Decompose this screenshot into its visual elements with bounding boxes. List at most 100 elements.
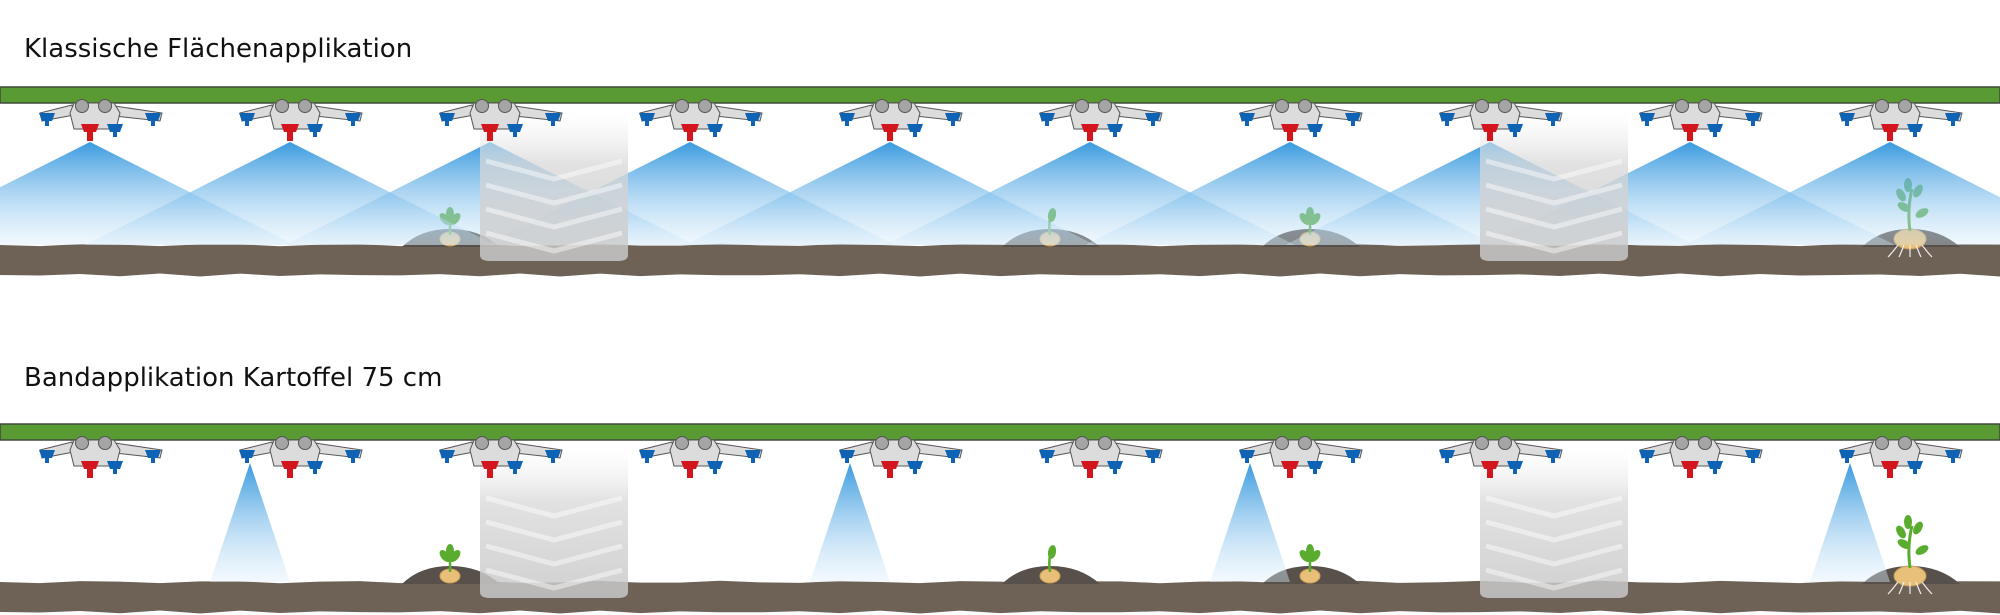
leaf-icon <box>1915 545 1929 555</box>
panel-title-broadcast: Klassische Flächenapplikation <box>24 34 413 64</box>
blue-nozzle-icon <box>107 124 123 137</box>
leaf-icon <box>439 550 451 562</box>
leaf-icon <box>1913 521 1923 535</box>
joint-icon <box>1675 436 1689 450</box>
blue-nozzle-icon <box>1239 113 1255 126</box>
blue-nozzle-icon <box>507 124 523 137</box>
blue-nozzle-icon <box>1507 124 1523 137</box>
sprayer-boom <box>0 86 2000 104</box>
joint-icon <box>898 436 912 450</box>
nozzle-unit <box>1039 436 1163 478</box>
joint-icon <box>1498 436 1512 450</box>
blue-nozzle-icon <box>1707 124 1723 137</box>
wheel-tread <box>1485 519 1623 543</box>
joint-icon <box>98 99 112 113</box>
blue-nozzle-icon <box>439 450 455 463</box>
blue-nozzle-icon <box>1039 113 1055 126</box>
blue-nozzle-icon <box>1345 113 1361 126</box>
joint-icon <box>1475 436 1489 450</box>
joint-icon <box>1875 99 1889 113</box>
panel-title-band: Bandapplikation Kartoffel 75 cm <box>24 363 443 393</box>
leaf-icon <box>446 544 454 558</box>
tractor-wheel <box>480 111 628 261</box>
nozzle-unit <box>1239 436 1363 478</box>
joint-icon <box>698 99 712 113</box>
blue-nozzle-icon <box>839 113 855 126</box>
root <box>1887 244 1899 258</box>
red-nozzle-icon <box>1881 124 1899 141</box>
wheel-tread <box>1485 567 1623 591</box>
blue-nozzle-icon <box>1107 124 1123 137</box>
joint-icon <box>498 436 512 450</box>
soil-strip <box>0 580 2000 614</box>
blue-nozzle-icon <box>639 450 655 463</box>
wheel-body <box>1480 448 1628 598</box>
nozzle-unit <box>1039 99 1163 141</box>
joint-icon <box>1298 99 1312 113</box>
joint-icon <box>875 99 889 113</box>
nozzle-unit <box>1839 99 1963 141</box>
red-nozzle-icon <box>281 461 299 478</box>
blue-nozzle-icon <box>1945 450 1961 463</box>
wheel-body <box>1480 111 1628 261</box>
joint-icon <box>875 436 889 450</box>
nozzle-unit <box>439 436 563 478</box>
joint-icon <box>1098 99 1112 113</box>
soil-strip <box>0 243 2000 277</box>
joint-icon <box>1098 436 1112 450</box>
blue-nozzle-icon <box>1545 113 1561 126</box>
wheel-tread <box>485 543 623 567</box>
blue-nozzle-icon <box>39 450 55 463</box>
blue-nozzle-icon <box>545 450 561 463</box>
red-nozzle-icon <box>81 124 99 141</box>
joint-icon <box>1875 436 1889 450</box>
joint-icon <box>498 99 512 113</box>
root <box>1921 581 1933 595</box>
wheel-tread <box>485 519 623 543</box>
blue-nozzle-icon <box>1707 461 1723 474</box>
joint-icon <box>298 436 312 450</box>
joint-icon <box>1498 99 1512 113</box>
wheel-tread <box>1485 206 1623 230</box>
leaf-icon <box>1047 545 1057 559</box>
leaf-icon <box>1904 515 1912 529</box>
blue-nozzle-icon <box>1507 461 1523 474</box>
red-nozzle-icon <box>281 124 299 141</box>
tractor-wheel <box>1480 448 1628 598</box>
blue-nozzle-icon <box>107 461 123 474</box>
leaf-icon <box>1897 539 1911 549</box>
sprayer-boom <box>0 423 2000 441</box>
band-spray <box>210 463 290 582</box>
red-nozzle-icon <box>1281 461 1299 478</box>
joint-icon <box>1275 436 1289 450</box>
nozzle-unit <box>439 99 563 141</box>
red-nozzle-icon <box>1081 461 1099 478</box>
red-nozzle-icon <box>1481 461 1499 478</box>
root <box>1921 244 1933 258</box>
joint-icon <box>1675 99 1689 113</box>
blue-nozzle-icon <box>1239 450 1255 463</box>
blue-nozzle-icon <box>1639 450 1655 463</box>
red-nozzle-icon <box>1281 124 1299 141</box>
blue-nozzle-icon <box>345 450 361 463</box>
wheel-tread <box>1485 230 1623 254</box>
root <box>1915 581 1922 595</box>
leaf-icon <box>1309 550 1321 562</box>
red-nozzle-icon <box>481 461 499 478</box>
blue-nozzle-icon <box>1307 461 1323 474</box>
blue-nozzle-icon <box>1345 450 1361 463</box>
joint-icon <box>75 99 89 113</box>
tractor-wheel <box>480 448 628 598</box>
joint-icon <box>898 99 912 113</box>
blue-nozzle-icon <box>1839 113 1855 126</box>
blue-nozzle-icon <box>745 113 761 126</box>
blue-nozzle-icon <box>639 113 655 126</box>
blue-nozzle-icon <box>545 113 561 126</box>
blue-nozzle-icon <box>239 450 255 463</box>
joint-icon <box>1698 99 1712 113</box>
root <box>1887 581 1899 595</box>
blue-nozzle-icon <box>39 113 55 126</box>
blue-nozzle-icon <box>1307 124 1323 137</box>
blue-nozzle-icon <box>507 461 523 474</box>
blue-nozzle-icon <box>1545 450 1561 463</box>
